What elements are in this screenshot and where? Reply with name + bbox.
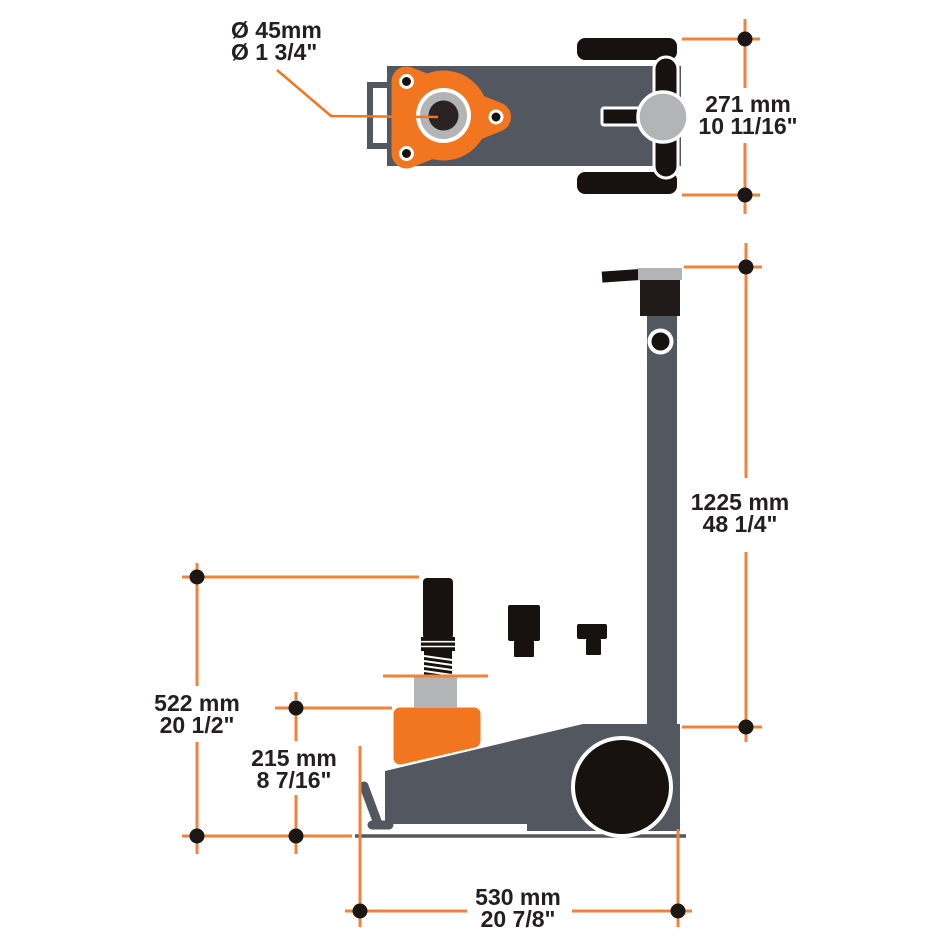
extension-cylinder [423,578,453,639]
label-overall-width-metric: 271 mm [705,91,791,117]
adapter-piece-tall [508,605,540,657]
rear-wheel-top-left [577,38,677,60]
handle-pivot [636,90,690,144]
lift-saddle [393,707,481,765]
label-max-lift-height-metric: 522 mm [154,690,240,716]
label-saddle-diameter: Ø 45mm Ø 1 3/4" [231,17,322,65]
label-min-height-metric: 215 mm [251,745,337,771]
adapter-piece-short [577,624,607,655]
label-max-lift-height: 522 mm 20 1/2" [154,690,240,738]
saddle-bore [428,100,459,131]
valve-block [640,280,680,316]
label-min-height-imperial: 8 7/16" [256,767,332,793]
label-chassis-length: 530 mm 20 7/8" [475,884,561,932]
dim-522 [182,563,419,854]
handle-cap [638,268,682,280]
release-lever [601,269,641,283]
label-saddle-diameter-metric: Ø 45mm [231,17,322,43]
top-view [276,38,690,194]
label-handle-height-metric: 1225 mm [690,489,790,515]
label-saddle-diameter-imperial: Ø 1 3/4" [231,39,318,65]
bolt-holes [399,74,504,161]
rear-wheel-side [571,736,673,838]
front-foot-pedal [359,781,382,826]
label-min-height: 215 mm 8 7/16" [251,745,337,793]
side-view [355,268,686,838]
label-chassis-length-metric: 530 mm [475,884,561,910]
handle-bar [647,316,677,725]
rear-wheel-top-right [577,172,677,194]
diameter-leader-line [276,69,439,119]
label-overall-width-imperial: 10 11/16" [698,113,798,139]
dimension-dots [189,31,754,919]
extension-collar [421,637,455,651]
label-handle-height: 1225 mm 48 1/4" [690,489,790,537]
label-overall-width: 271 mm 10 11/16" [698,91,798,139]
handle-hinge-pin [651,332,670,351]
saddle-adapter-gray [414,677,457,708]
label-max-lift-height-imperial: 20 1/2" [159,712,235,738]
label-chassis-length-imperial: 20 7/8" [480,906,556,932]
label-handle-height-imperial: 48 1/4" [702,511,778,537]
threaded-extension [423,650,453,676]
